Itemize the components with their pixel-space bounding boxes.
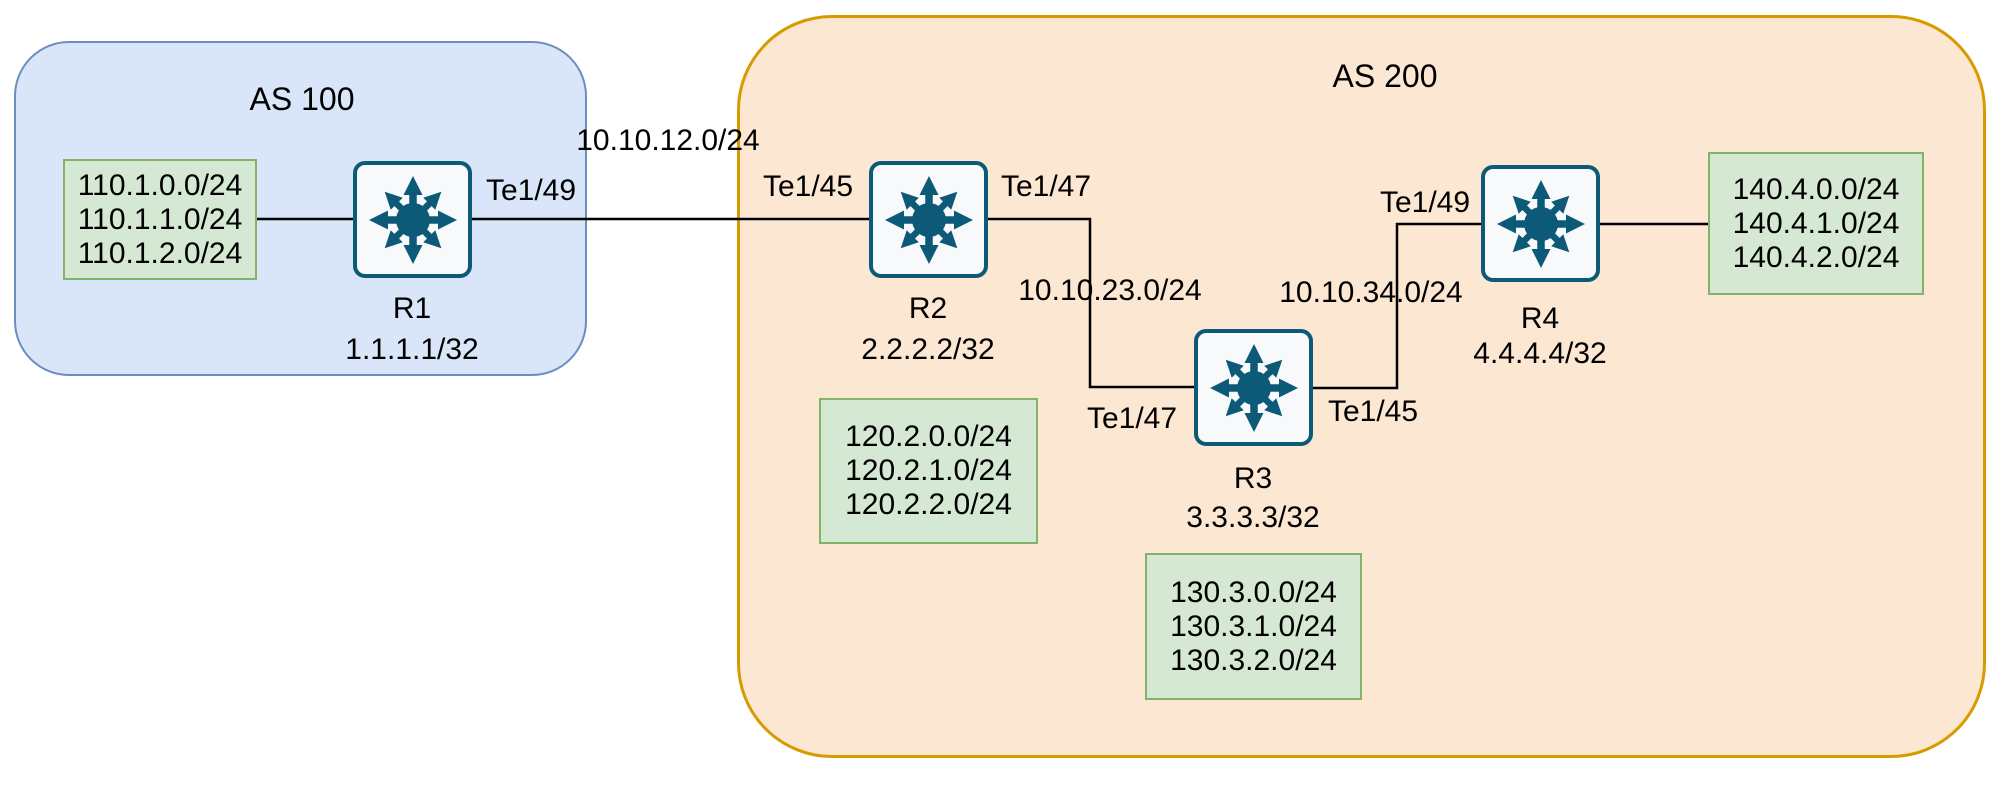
iface-label-r3-te1-45: Te1/45 xyxy=(1327,395,1419,428)
router-r1-name: R1 xyxy=(392,292,432,325)
prefix-line: 130.3.1.0/24 xyxy=(1170,609,1337,643)
link-label-10-10-34: 10.10.34.0/24 xyxy=(1279,276,1463,309)
router-r3 xyxy=(1194,329,1313,446)
router-icon xyxy=(363,170,463,270)
router-r2 xyxy=(869,161,988,278)
router-r4-name: R4 xyxy=(1520,302,1560,335)
router-r2-name: R2 xyxy=(908,292,948,325)
link-label-10-10-23: 10.10.23.0/24 xyxy=(1018,274,1202,307)
router-r2-loopback: 2.2.2.2/32 xyxy=(861,333,995,366)
prefix-line: 130.3.0.0/24 xyxy=(1170,575,1337,609)
prefix-box-120: 120.2.0.0/24 120.2.1.0/24 120.2.2.0/24 xyxy=(819,398,1038,544)
prefix-line: 120.2.0.0/24 xyxy=(845,420,1012,453)
router-r3-loopback: 3.3.3.3/32 xyxy=(1186,501,1320,534)
router-r4-loopback: 4.4.4.4/32 xyxy=(1473,337,1607,370)
iface-label-r2-te1-45: Te1/45 xyxy=(762,170,854,203)
prefix-line: 110.1.0.0/24 xyxy=(77,168,243,202)
as100-title: AS 100 xyxy=(249,81,355,117)
router-r1 xyxy=(353,161,472,278)
prefix-box-130: 130.3.0.0/24 130.3.1.0/24 130.3.2.0/24 xyxy=(1145,553,1362,700)
prefix-line: 140.4.2.0/24 xyxy=(1732,240,1900,274)
link-label-10-10-12: 10.10.12.0/24 xyxy=(576,124,760,157)
prefix-line: 120.2.2.0/24 xyxy=(845,488,1012,521)
prefix-line: 140.4.1.0/24 xyxy=(1732,206,1900,240)
router-icon xyxy=(1491,174,1591,274)
iface-label-r3-te1-47: Te1/47 xyxy=(1086,402,1178,435)
as200-title: AS 200 xyxy=(1332,58,1438,94)
router-icon xyxy=(879,170,979,270)
prefix-line: 110.1.2.0/24 xyxy=(77,236,243,270)
iface-label-r1-te1-49: Te1/49 xyxy=(485,174,577,207)
prefix-line: 130.3.2.0/24 xyxy=(1170,643,1337,677)
router-r3-name: R3 xyxy=(1233,462,1273,495)
prefix-box-110: 110.1.0.0/24 110.1.1.0/24 110.1.2.0/24 xyxy=(63,159,257,280)
prefix-line: 140.4.0.0/24 xyxy=(1732,172,1900,206)
router-icon xyxy=(1204,338,1304,438)
prefix-box-140: 140.4.0.0/24 140.4.1.0/24 140.4.2.0/24 xyxy=(1708,152,1924,295)
iface-label-r2-te1-47: Te1/47 xyxy=(1000,170,1092,203)
prefix-line: 110.1.1.0/24 xyxy=(77,202,243,236)
router-r4 xyxy=(1481,165,1600,282)
iface-label-r4-te1-49: Te1/49 xyxy=(1379,186,1471,219)
prefix-line: 120.2.1.0/24 xyxy=(845,454,1012,487)
router-r1-loopback: 1.1.1.1/32 xyxy=(345,333,479,366)
